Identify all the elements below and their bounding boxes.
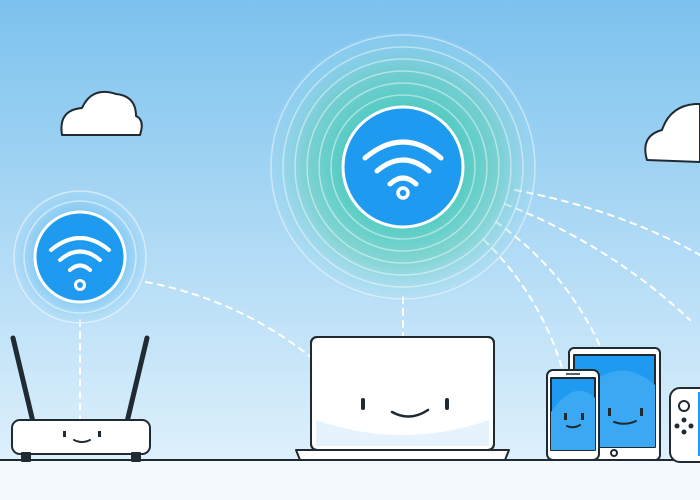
phone-face bbox=[564, 413, 584, 429]
laptop-face bbox=[361, 398, 449, 418]
router bbox=[10, 335, 151, 462]
main-wifi-hotspot bbox=[268, 32, 538, 302]
wifi-icon bbox=[362, 139, 444, 200]
connection-lines bbox=[79, 189, 700, 421]
tablet-face bbox=[608, 408, 643, 425]
dashed-link bbox=[504, 203, 691, 321]
cloud-icon bbox=[60, 90, 143, 136]
router-face bbox=[63, 431, 101, 443]
game-console bbox=[669, 387, 700, 463]
cloud-icon bbox=[644, 103, 700, 163]
router-wifi-hotspot bbox=[12, 189, 148, 325]
phone bbox=[546, 369, 600, 461]
laptop bbox=[295, 336, 510, 461]
dashed-link bbox=[495, 221, 601, 347]
dashed-link bbox=[145, 281, 313, 359]
wifi-icon bbox=[49, 236, 111, 291]
floor bbox=[0, 460, 700, 500]
dashed-link bbox=[514, 189, 700, 256]
